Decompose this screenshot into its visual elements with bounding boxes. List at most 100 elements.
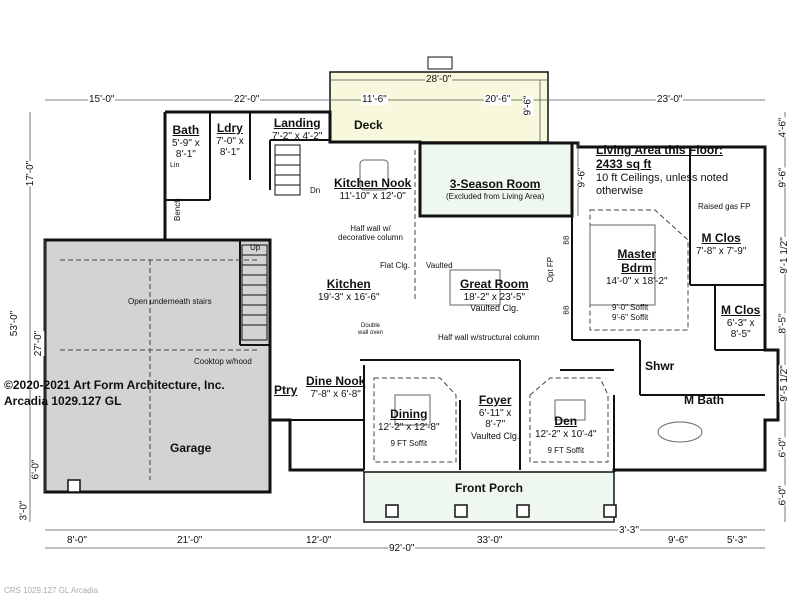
dim-right-2: 9'-1 1/2" — [778, 237, 790, 274]
room-den-dim2: 9 FT Soffit — [547, 446, 585, 456]
room-den-dim1: 12'-2" x 10'-4" — [535, 428, 597, 440]
room-laundry-dim1: 7'-0" x — [216, 135, 244, 147]
note-lin: Lin — [170, 162, 180, 169]
furniture — [359, 159, 703, 443]
dim-overall-bottom: 92'-0" — [388, 543, 416, 554]
room-shower-name: Shwr — [645, 359, 675, 373]
room-season-name: 3-Season Room — [449, 177, 541, 191]
dim-right-6: 6'-0" — [777, 485, 789, 506]
front-porch-area — [363, 471, 615, 523]
room-deck-name: Deck — [354, 118, 383, 132]
room-great-dim2: Vaulted Clg. — [470, 303, 519, 314]
dim-left-outer-2: 3'-0" — [18, 500, 30, 521]
room-season-note: (Excluded from Living Area) — [446, 191, 545, 201]
dim-top-2: 11'-6" — [361, 94, 388, 105]
room-deck: Deck — [354, 118, 383, 133]
room-mclos2-name: M Clos — [721, 303, 761, 317]
room-kitchen-name: Kitchen — [326, 277, 371, 291]
room-foyer-dim1: 6'-11" x — [478, 407, 512, 419]
room-landing: Landing 7'-2" x 4'-2" — [272, 116, 323, 142]
dim-right-4: 9'-5 1/2" — [778, 365, 790, 402]
room-master-dim1: 14'-0" x 18'-2" — [606, 275, 668, 287]
room-foyer-dim3: Vaulted Clg. — [471, 430, 520, 441]
room-front-porch-name: Front Porch — [455, 481, 523, 495]
note-double-oven1: Double — [361, 323, 381, 329]
note-half-wall-deco: Half wall w/ decorative column — [338, 224, 403, 242]
dim-left-outer-1: 53'-0" — [9, 310, 21, 337]
soffit-lines — [60, 150, 689, 480]
room-bath-name: Bath — [172, 123, 200, 137]
note-vaulted: Vaulted — [426, 261, 453, 270]
dim-left-outer-0: 17'-0" — [25, 160, 37, 187]
dim-bottom-2: 12'-0" — [305, 535, 333, 546]
chimney — [427, 56, 453, 70]
room-mclos1-dim1: 7'-8" x 7'-9" — [696, 245, 747, 257]
room-kitchen-dim1: 19'-3" x 16'-6" — [318, 291, 380, 303]
room-laundry-dim2: 8'-1" — [219, 147, 240, 159]
copyright-block: ©2020-2021 Art Form Architecture, Inc. A… — [4, 378, 225, 409]
dim-top-0: 15'-0" — [88, 94, 116, 105]
room-kitchen-nook: Kitchen Nook 11'-10" x 12'-0" — [334, 176, 411, 202]
living-area-note2: otherwise — [596, 184, 644, 197]
room-master-bath-name: M Bath — [684, 393, 724, 407]
room-mclos2-dim1: 6'-3" x — [726, 317, 755, 329]
note-half-wall-deco2: decorative column — [338, 233, 403, 243]
living-area-title2: 2433 sq ft — [596, 157, 652, 172]
interior-walls — [165, 112, 765, 470]
room-dine-nook-dim1: 7'-8" x 6'-8" — [310, 388, 361, 400]
note-half-wall-deco1: Half wall w/ — [350, 224, 391, 233]
room-great-dim1: 18'-2" x 23'-5" — [463, 291, 526, 303]
dim-season-side: 9'-6" — [576, 167, 588, 188]
note-soffit1: 9'-0" Soffit — [612, 303, 649, 312]
stairs — [241, 144, 301, 341]
room-dine-nook: Dine Nook 7'-8" x 6'-8" — [306, 374, 366, 400]
note-bb2: BB — [563, 305, 571, 315]
dim-deck-top: 28'-0" — [425, 74, 453, 85]
room-master-name2: Bdrm — [621, 260, 653, 275]
living-area-title1: Living Area this Floor: — [596, 143, 723, 157]
dim-right-1: 9'-6" — [777, 167, 789, 188]
room-den: Den 12'-2" x 10'-4" 9 FT Soffit — [535, 414, 597, 456]
porch-columns — [67, 479, 617, 518]
note-double-oven2: wall oven — [358, 329, 384, 336]
dim-right-5: 6'-0" — [777, 437, 789, 458]
room-mclos1-name: M Clos — [701, 231, 741, 245]
room-garage: Garage — [170, 441, 211, 456]
room-foyer: Foyer 6'-11" x 8'-7" Vaulted Clg. — [471, 393, 520, 441]
garage-area — [43, 238, 272, 494]
dim-top-1: 22'-0" — [233, 94, 261, 105]
dim-left-inner-1: 6'-0" — [30, 459, 42, 480]
room-pantry-name: Ptry — [274, 383, 298, 397]
room-laundry: Ldry 7'-0" x 8'-1" — [216, 121, 244, 159]
living-area-note1: 10 ft Ceilings, unless noted — [596, 171, 729, 184]
note-raised-fp: Raised gas FP — [698, 202, 751, 211]
room-mclos1: M Clos 7'-8" x 7'-9" — [696, 231, 747, 257]
footer-text: CRS 1029.127 GL Arcadia — [4, 586, 98, 595]
dim-bottom-3: 33'-0" — [476, 535, 504, 546]
room-bath: Bath 5'-9" x 8'-1" — [172, 123, 200, 161]
room-dining-name: Dining — [390, 407, 428, 421]
note-open-stairs: Open underneath stairs — [128, 297, 212, 306]
room-foyer-name: Foyer — [478, 393, 512, 407]
room-bath-dim1: 5'-9" x — [172, 137, 200, 149]
room-great-name: Great Room — [460, 277, 529, 291]
room-dining: Dining 12'-2" x 12'-8" 9 FT Soffit — [378, 407, 440, 448]
note-dn: Dn — [310, 186, 321, 195]
room-kitchen: Kitchen 19'-3" x 16'-6" — [318, 277, 380, 303]
note-cooktop: Cooktop w/hood — [194, 357, 252, 366]
living-area-info: Living Area this Floor: 2433 sq ft 10 ft… — [596, 143, 728, 198]
note-bench: Bench — [172, 198, 182, 221]
note-bb1: BB — [563, 235, 571, 245]
dim-bottom-5: 5'-3" — [726, 535, 748, 546]
room-great: Great Room 18'-2" x 23'-5" Vaulted Clg. — [460, 277, 529, 314]
room-landing-dim1: 7'-2" x 4'-2" — [272, 130, 323, 142]
room-kitchen-nook-dim1: 11'-10" x 12'-0" — [339, 190, 406, 202]
dim-deck-side: 9'-6" — [522, 95, 534, 116]
room-foyer-dim2: 8'-7" — [485, 419, 506, 431]
copyright-line1: ©2020-2021 Art Form Architecture, Inc. — [4, 378, 225, 392]
room-laundry-name: Ldry — [216, 121, 243, 135]
room-dine-nook-name: Dine Nook — [306, 374, 366, 388]
dim-top-3: 20'-6" — [484, 94, 512, 105]
room-master-bath: M Bath — [684, 393, 724, 408]
